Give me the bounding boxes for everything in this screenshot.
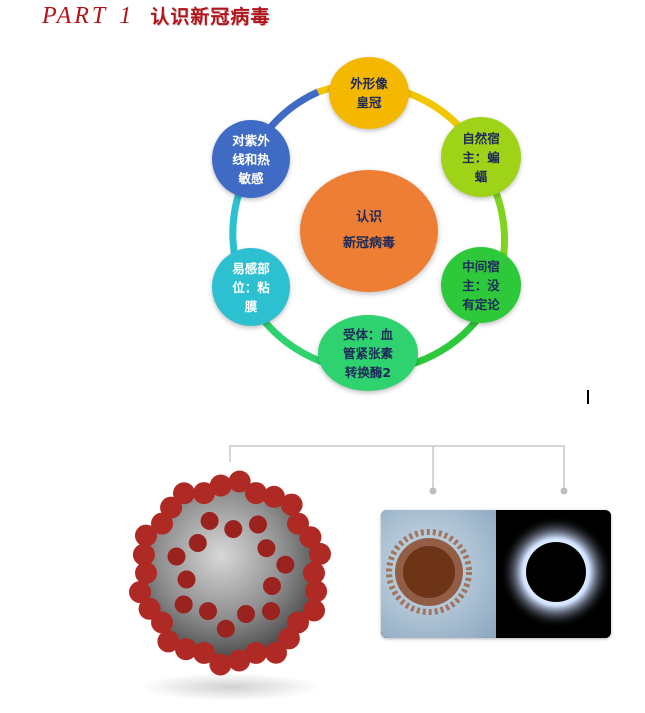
- coronavirus-illustration: [129, 470, 331, 701]
- comparison-photos: [381, 510, 611, 638]
- virus-spike: [228, 470, 251, 493]
- node-intermediate-host: 中间宿 主：没 有定论: [441, 247, 521, 323]
- virus-spike: [167, 547, 186, 566]
- section-header: PART 1 认识新冠病毒: [42, 4, 270, 28]
- virus-spike: [303, 562, 325, 584]
- node-natural-host: 自然宿 主：蝙 蝠: [441, 117, 521, 197]
- virus-spike: [193, 641, 215, 664]
- center-node: 认识 新冠病毒: [300, 170, 438, 292]
- virus-spike: [209, 653, 232, 676]
- virus-spike: [160, 496, 183, 519]
- virus-spike: [276, 555, 295, 574]
- virus-spike: [263, 485, 285, 508]
- virus-spike: [280, 493, 303, 516]
- virus-spike: [245, 482, 267, 505]
- virus-spike: [277, 627, 300, 650]
- virus-spike: [138, 597, 161, 620]
- virus-spike: [209, 474, 232, 497]
- virus-spike: [216, 619, 235, 638]
- virus-spike: [200, 511, 219, 530]
- node-receptor: 受体：血 管紧张素 转换酶2: [318, 315, 418, 391]
- virus-spike: [135, 524, 157, 547]
- text-cursor: [587, 390, 589, 404]
- virus-spike: [157, 630, 180, 653]
- virus-spike: [309, 542, 331, 565]
- virus-spike: [177, 570, 196, 589]
- virus-spike: [262, 602, 280, 621]
- virus-spike: [263, 577, 281, 595]
- virus-spike: [199, 602, 217, 621]
- virus-spike: [151, 512, 173, 535]
- virus-spike: [303, 599, 325, 622]
- virus-spike: [237, 605, 255, 623]
- virus-spike: [224, 520, 243, 539]
- virus-spike: [228, 649, 251, 672]
- node-appearance: 外形像 皇冠: [329, 57, 409, 129]
- virus-spike: [132, 543, 155, 566]
- coronavirus-micrograph: [381, 510, 496, 638]
- virus-spike: [265, 641, 287, 664]
- virus-spike: [175, 638, 197, 661]
- virus-spike: [245, 641, 267, 664]
- part-number: 1: [119, 3, 132, 29]
- part-label: PART: [42, 3, 109, 29]
- virus-spike: [173, 482, 195, 505]
- virus-spike: [299, 526, 322, 549]
- virus-spike: [129, 581, 151, 604]
- node-susceptible-site: 易感部 位：粘 膜: [212, 248, 290, 326]
- virus-spike: [193, 482, 215, 505]
- virus-spike: [249, 515, 267, 534]
- solar-eclipse-corona: [496, 510, 611, 638]
- node-uv-sensitive: 对紫外 线和热 敏感: [212, 120, 290, 198]
- section-title: 认识新冠病毒: [150, 6, 271, 28]
- virus-spike: [174, 595, 193, 614]
- virus-spike: [287, 611, 309, 634]
- virus-spike: [188, 534, 207, 552]
- virus-spike: [257, 539, 276, 558]
- virus-spike: [135, 562, 157, 584]
- virus-spike: [305, 580, 328, 603]
